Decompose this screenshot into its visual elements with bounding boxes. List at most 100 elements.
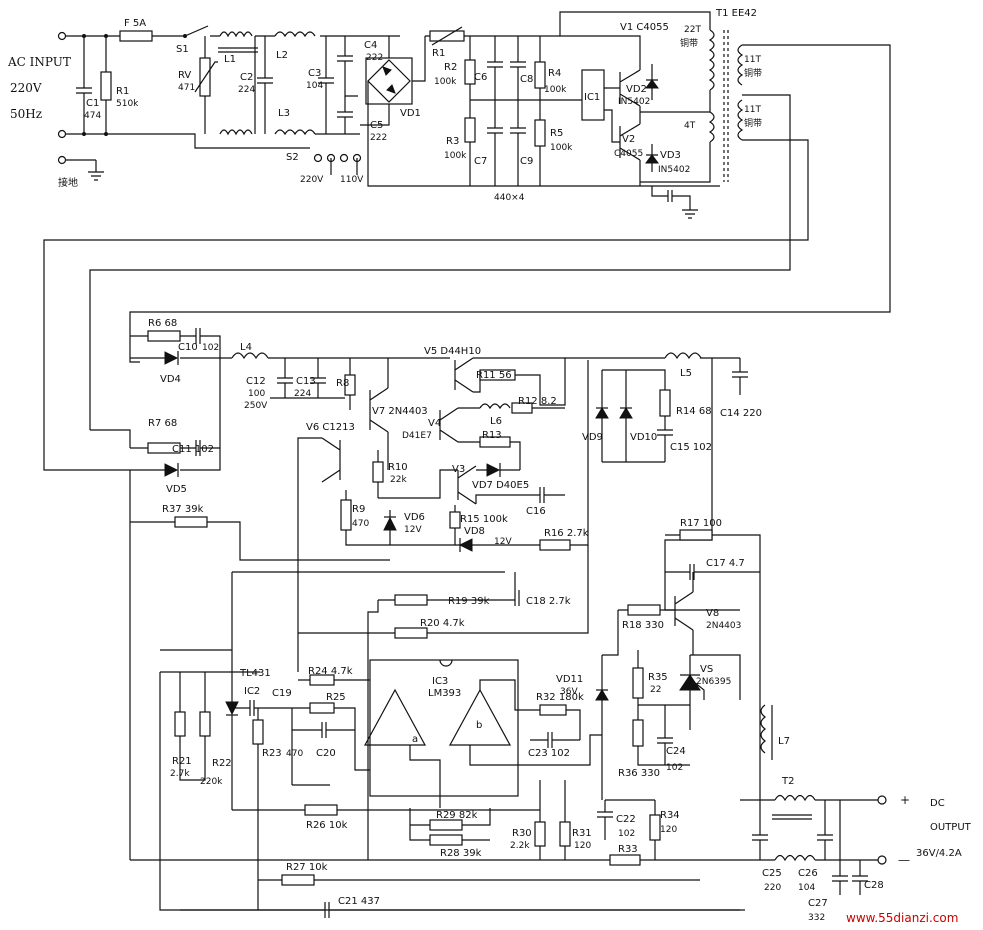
label-f: F 5A (124, 18, 146, 29)
label-c24-value: 102 (666, 763, 683, 773)
label-c12: C12 (246, 376, 266, 387)
label-r35-value: 22 (650, 685, 661, 695)
label-vs-value: 2N6395 (696, 677, 731, 687)
capacitor-c10 (195, 328, 221, 358)
label-r32: R32 180k (536, 692, 584, 703)
label-vd1: VD1 (400, 108, 421, 119)
opamp-b (448, 688, 512, 746)
label-t1: T1 EE42 (715, 8, 757, 19)
input-terminal-n (57, 129, 67, 139)
label-r19: R19 39k (448, 596, 490, 607)
capacitor-c22 (597, 800, 613, 840)
ac-voltage-label: 220V (10, 81, 42, 95)
label-vd2: VD2 (626, 84, 647, 95)
label-s2: S2 (286, 152, 299, 163)
ground-icon (88, 160, 104, 181)
label-vd9: VD9 (582, 432, 603, 443)
label-r23: R23 (262, 748, 282, 759)
label-c3: C3 (308, 68, 321, 79)
resistor-r27 (281, 874, 315, 886)
label-r2-value: 100k (434, 77, 457, 87)
label-r36: R36 330 (618, 768, 660, 779)
output-terminal-plus (877, 795, 887, 805)
label-r34-value: 120 (660, 825, 677, 835)
label-l3: L3 (278, 108, 290, 119)
secondary-section (90, 328, 887, 918)
label-c13-value: 224 (294, 389, 311, 399)
label-winding-11t-b: 11T (744, 105, 761, 115)
capacitor-c21 (324, 902, 330, 918)
bridge-rectifier (365, 57, 413, 105)
label-r9: R9 (352, 504, 365, 515)
label-l5: L5 (680, 368, 692, 379)
resistor-r4 (534, 61, 546, 89)
capacitor-c16 (520, 487, 565, 503)
output-label-output: OUTPUT (930, 822, 972, 833)
label-vd4: VD4 (160, 374, 181, 385)
resistor-r28 (429, 834, 463, 846)
label-c27-value: 332 (808, 913, 825, 923)
label-r13: R13 (482, 430, 502, 441)
ic1-chip (581, 69, 605, 121)
capacitor-c28 (852, 860, 868, 895)
choke-l1 (219, 31, 253, 38)
fuse-icon (119, 30, 153, 42)
capacitor-c11 (195, 440, 220, 456)
label-v7: V7 2N4403 (372, 406, 428, 417)
label-r34: R34 (660, 810, 680, 821)
resistor-r13 (479, 436, 511, 448)
label-l2: L2 (276, 50, 288, 61)
label-r16: R16 2.7k (544, 528, 589, 539)
label-c12-value: 100 (248, 389, 265, 399)
label-vs: VS (700, 664, 713, 675)
label-vd3: VD3 (660, 150, 681, 161)
label-c1-value: 474 (84, 111, 101, 121)
resistor-r17 (679, 529, 713, 541)
label-c4: C4 (364, 40, 377, 51)
capacitor-c14 (732, 358, 748, 395)
label-r25: R25 (326, 692, 346, 703)
label-vd5: VD5 (166, 484, 187, 495)
capacitor-c6-c7 (487, 36, 503, 186)
transistor-v6 (321, 437, 341, 483)
label-vd11: VD11 (556, 674, 583, 685)
label-r31-value: 120 (574, 841, 591, 851)
label-copper-strip-1: 铜带 (680, 37, 698, 49)
resistor-r19 (394, 594, 428, 606)
label-r18: R18 330 (622, 620, 664, 631)
label-t2: T2 (781, 776, 794, 787)
resistor-r35 (632, 667, 644, 699)
capacitor-c8-c9 (510, 36, 526, 186)
resistor-r22 (199, 711, 211, 737)
capacitor-c1 (76, 36, 92, 134)
label-vd11-value: 36V (560, 687, 578, 697)
ground-label: 接地 (58, 176, 78, 189)
label-c13: C13 (296, 376, 316, 387)
resistor-r18 (627, 604, 661, 616)
label-l7: L7 (778, 736, 790, 747)
label-c9: C9 (520, 156, 533, 167)
label-c10-value: 102 (202, 343, 219, 353)
label-c12-voltage: 250V (244, 401, 268, 411)
label-r31: R31 (572, 828, 592, 839)
choke-l2 (274, 31, 316, 38)
label-c2: C2 (240, 72, 253, 83)
label-c1: C1 (86, 98, 99, 109)
label-r23-value: 470 (286, 749, 303, 759)
label-r33: R33 (618, 844, 638, 855)
watermark: www.55dianzi.com (846, 911, 958, 925)
resistor-r32 (539, 704, 567, 716)
resistor-r25 (309, 702, 335, 714)
label-r8: R8 (336, 378, 349, 389)
label-r20: R20 4.7k (420, 618, 465, 629)
label-winding-4t: 4T (684, 121, 696, 131)
diode-vd10 (619, 407, 633, 419)
label-c20: C20 (316, 748, 336, 759)
label-vd8: VD8 (464, 526, 485, 537)
label-c2-value: 224 (238, 85, 255, 95)
label-c28: C28 (864, 880, 884, 891)
resistor-r10 (372, 461, 384, 483)
transistor-v5 (454, 357, 474, 393)
transistor-v7 (369, 387, 389, 433)
diode-vd3 (645, 154, 659, 164)
